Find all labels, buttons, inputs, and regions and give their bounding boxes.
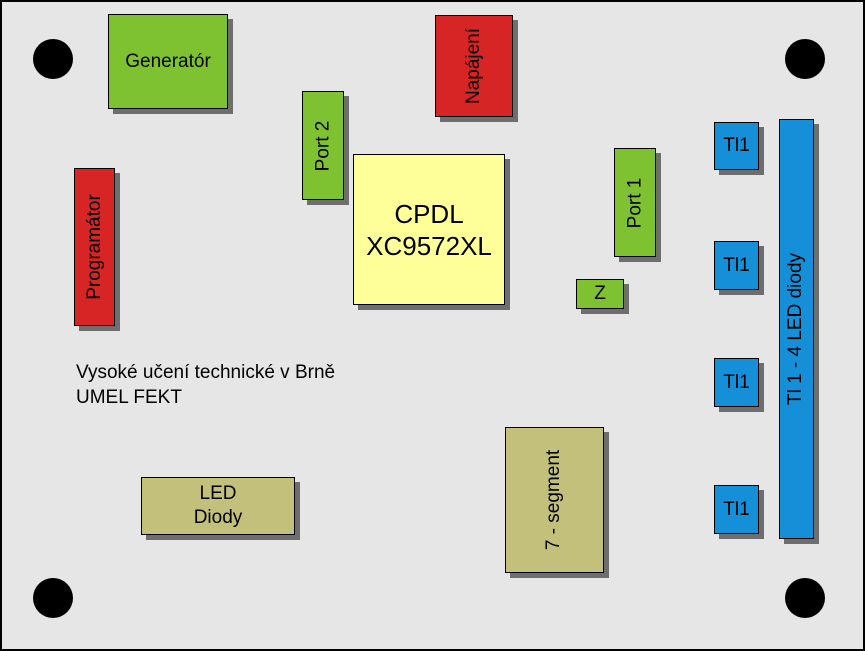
tl1-label-3: Tl1 xyxy=(723,371,750,393)
tl1-label-1: Tl1 xyxy=(723,135,750,156)
mounting-hole-bottom-left xyxy=(33,578,73,618)
cpdl-block: CPDL XC9572XL xyxy=(353,154,505,305)
programator-block: Programátor xyxy=(74,168,115,326)
tl1-label-2: Tl1 xyxy=(723,254,750,276)
institution-name: Vysoké učení technické v Brně xyxy=(76,362,336,383)
led-diody-block: LED Diody xyxy=(141,477,295,535)
tl1-block-1: Tl1 xyxy=(714,122,759,170)
port2-block: Port 2 xyxy=(302,91,344,200)
led-bar-block: Tl 1 - 4 LED diody xyxy=(779,119,814,539)
generator-block: Generatór xyxy=(108,14,228,109)
tl1-block-3: Tl1 xyxy=(714,358,759,407)
z-label: Z xyxy=(594,283,606,304)
port1-block: Port 1 xyxy=(614,148,656,257)
napajeni-block: Napájení xyxy=(435,15,513,117)
cpdl-label-line1: CPDL xyxy=(394,198,464,229)
programator-label: Programátor xyxy=(83,194,105,300)
led-diody-label-line1: LED xyxy=(199,483,237,504)
cpdl-label-line2: XC9572XL xyxy=(366,230,492,261)
tl1-label-4: Tl1 xyxy=(723,498,750,520)
tl1-block-4: Tl1 xyxy=(714,485,759,534)
institution-note: Vysoké učení technické v Brně UMEL FEKT xyxy=(76,360,335,410)
tl1-block-2: Tl1 xyxy=(714,241,759,290)
led-diody-labels: LED Diody xyxy=(194,482,243,530)
port2-label: Port 2 xyxy=(312,120,334,171)
segment-label: 7 - segment xyxy=(543,449,565,551)
mounting-hole-top-left xyxy=(33,39,73,79)
napajeni-label: Napájení xyxy=(463,27,484,105)
mounting-hole-bottom-right xyxy=(785,578,825,618)
mounting-hole-top-right xyxy=(785,39,825,79)
port1-label: Port 1 xyxy=(624,177,646,228)
led-diody-label-line2: Diody xyxy=(193,507,243,528)
led-bar-label: Tl 1 - 4 LED diody xyxy=(785,252,807,406)
department-name: UMEL FEKT xyxy=(76,387,182,408)
segment-block: 7 - segment xyxy=(505,427,604,573)
generator-label: Generatór xyxy=(125,50,211,72)
z-block: Z xyxy=(576,279,624,309)
cpdl-labels: CPDL XC9572XL xyxy=(366,198,492,262)
